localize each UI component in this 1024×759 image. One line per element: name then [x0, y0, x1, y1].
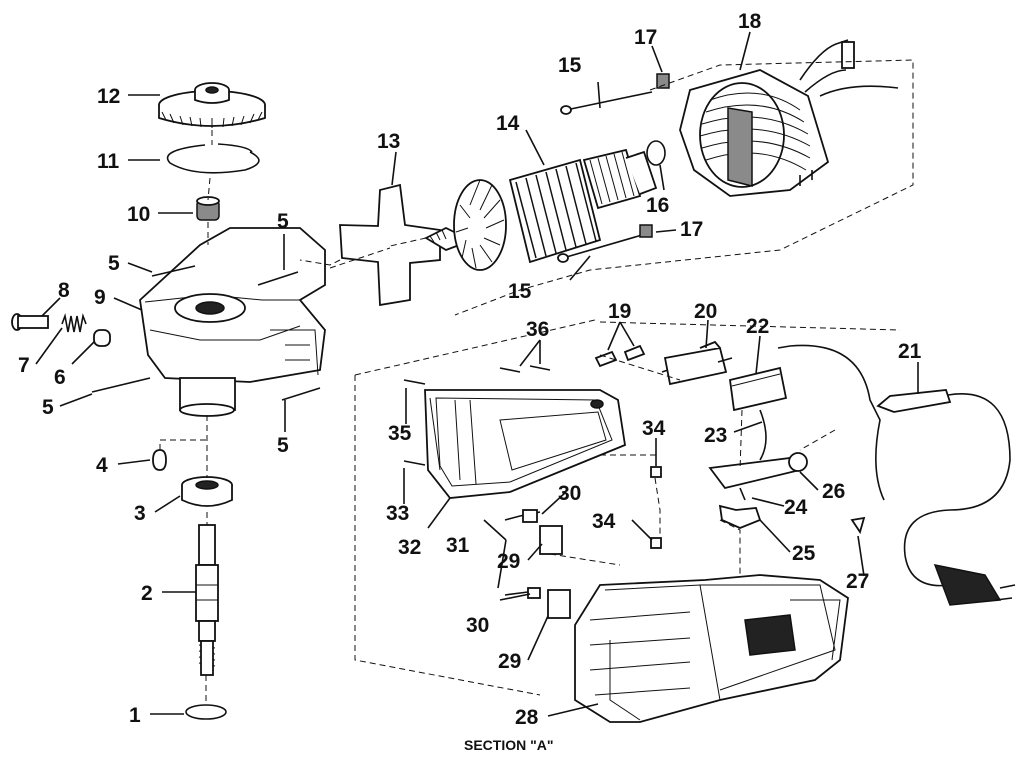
callout-5: 5	[277, 210, 289, 233]
part-17-nuts	[639, 73, 670, 238]
part-22-cover	[729, 366, 788, 412]
callout-18: 18	[738, 10, 762, 33]
callout-5: 5	[108, 252, 120, 275]
callout-30: 30	[466, 614, 489, 637]
part-9-gear-housing	[139, 227, 326, 417]
gear-head-assembly	[11, 82, 326, 720]
key-leader	[159, 439, 210, 450]
callout-17: 17	[680, 218, 703, 241]
part-25-clip	[718, 504, 762, 529]
part-24-spring	[739, 487, 746, 501]
callout-17: 17	[634, 26, 657, 49]
part-6-cap	[93, 329, 111, 347]
part-2-spindle	[195, 524, 219, 676]
leader-lines	[35, 31, 919, 717]
callout-25: 25	[792, 542, 816, 565]
part-27-tip	[850, 516, 866, 535]
callout-8: 8	[58, 279, 70, 302]
part-28-motor-housing	[574, 574, 849, 723]
callout-30: 30	[558, 482, 581, 505]
callout-22: 22	[746, 315, 769, 338]
callout-16: 16	[646, 194, 669, 217]
callout-20: 20	[694, 300, 717, 323]
callout-13: 13	[377, 130, 400, 153]
callout-32: 32	[398, 536, 421, 559]
part-18-field-coil	[679, 39, 899, 197]
callout-7: 7	[18, 354, 30, 377]
callout-9: 9	[94, 286, 106, 309]
callout-6: 6	[54, 366, 66, 389]
axis-line	[205, 130, 213, 705]
callout-5: 5	[277, 434, 289, 457]
handle-assembly	[354, 319, 1016, 723]
callout-31: 31	[446, 534, 470, 557]
part-8-lock-pin	[11, 313, 49, 331]
callout-1: 1	[129, 704, 141, 727]
callout-5: 5	[42, 396, 54, 419]
callout-23: 23	[704, 424, 727, 447]
part-19-terminals	[594, 344, 646, 368]
part-13-baffle	[339, 183, 441, 307]
callout-36: 36	[526, 318, 549, 341]
part-7-spring	[61, 313, 87, 333]
callout-11: 11	[97, 150, 120, 173]
callout-29: 29	[498, 650, 521, 673]
callout-34: 34	[592, 510, 616, 533]
callout-28: 28	[515, 706, 539, 729]
handle-leaders	[549, 354, 836, 575]
callout-19: 19	[608, 300, 631, 323]
part-14-armature	[424, 148, 658, 271]
part-34-nut-a	[650, 466, 662, 478]
part-34-nut-b	[650, 537, 662, 549]
callout-21: 21	[898, 340, 922, 363]
callout-29: 29	[497, 550, 520, 573]
callout-34: 34	[642, 417, 666, 440]
callout-15: 15	[558, 54, 582, 77]
callout-12: 12	[97, 85, 120, 108]
motor-assembly	[299, 39, 914, 316]
callout-24: 24	[784, 496, 808, 519]
callout-14: 14	[496, 112, 520, 135]
part-15-screws	[557, 91, 653, 263]
part-5-screws	[91, 265, 321, 401]
motor-leaders	[329, 59, 914, 316]
part-21-cord	[777, 344, 1016, 606]
part-30-31-29-brushes	[504, 509, 571, 619]
part-1-ring	[185, 704, 227, 720]
callout-35: 35	[388, 422, 412, 445]
section-caption: SECTION "A"	[464, 737, 554, 753]
part-11-retaining-ring	[166, 143, 260, 174]
callout-4: 4	[96, 454, 108, 477]
callout-3: 3	[134, 502, 146, 525]
part-35-33-36-screws	[403, 365, 551, 466]
part-16-washer	[646, 140, 666, 166]
callout-33: 33	[386, 502, 409, 525]
callout-2: 2	[141, 582, 153, 605]
part-4-key	[152, 449, 167, 471]
callout-10: 10	[127, 203, 150, 226]
callout-26: 26	[822, 480, 845, 503]
section-boundary	[354, 319, 901, 696]
part-26-lever	[708, 409, 808, 490]
part-20-switch	[661, 340, 733, 386]
part-3-bearing	[181, 476, 233, 507]
callout-27: 27	[846, 570, 869, 593]
part-12-gear	[158, 82, 266, 128]
callout-labels: 12 11 10 5 5 8 9 7 6 5 5 4 3 2 1 13 14 1…	[18, 10, 922, 729]
callout-15: 15	[508, 280, 532, 303]
part-32-handle-half	[424, 389, 626, 499]
part-10-bushing	[196, 196, 220, 221]
